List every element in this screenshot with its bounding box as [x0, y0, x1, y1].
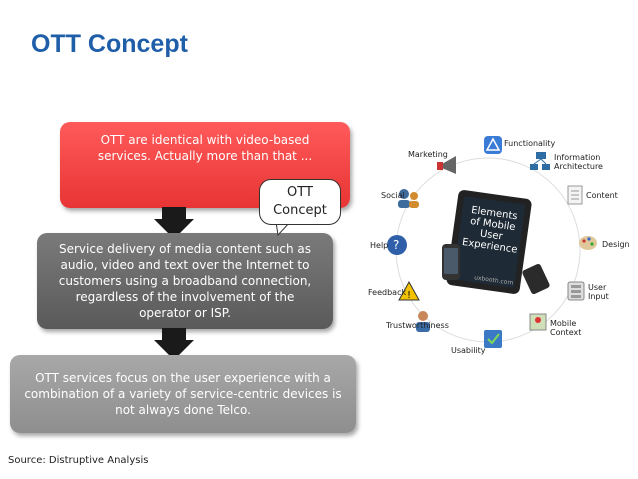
label-mobile-context-line-1: Mobile: [550, 319, 581, 328]
label-usability: Usability: [451, 346, 486, 355]
definition-box-middle: Service delivery of media content such a…: [37, 233, 333, 329]
definition-text-middle: Service delivery of media content such a…: [53, 241, 317, 321]
svg-text:!: !: [407, 290, 411, 301]
ott-concept-bubble: OTT Concept: [259, 179, 341, 225]
mobile-ux-diagram: ? !: [360, 128, 630, 366]
mobile-context-icon: [530, 314, 546, 330]
label-functionality: Functionality: [504, 139, 555, 148]
source-note: Source: Distruptive Analysis: [8, 455, 148, 466]
label-user-input: User Input: [588, 283, 609, 301]
bubble-line-1: OTT: [260, 184, 340, 202]
label-content: Content: [586, 191, 618, 200]
usability-icon: [484, 330, 502, 348]
svg-text:?: ?: [393, 238, 399, 252]
label-trustworthiness: Trustworthiness: [386, 321, 449, 330]
definition-box-bottom: OTT services focus on the user experienc…: [10, 355, 356, 433]
label-user-input-line-1: User: [588, 283, 609, 292]
slide-title: OTT Concept: [31, 30, 188, 59]
help-icon: ?: [387, 235, 407, 255]
information-architecture-icon: [530, 152, 550, 170]
label-mobile-context: Mobile Context: [550, 319, 581, 337]
diagram-center-title: Elements of Mobile User Experience: [457, 204, 527, 256]
definition-text-top: OTT are identical with video-based servi…: [80, 132, 330, 164]
label-feedback: Feedback: [368, 288, 406, 297]
label-marketing: Marketing: [408, 150, 448, 159]
content-icon: [568, 186, 582, 204]
user-input-icon: [568, 282, 584, 300]
definition-text-bottom: OTT services focus on the user experienc…: [22, 370, 344, 418]
phone-icon-right: [521, 263, 550, 295]
label-ia-line-2: Architecture: [554, 162, 603, 171]
label-mobile-context-line-2: Context: [550, 328, 581, 337]
bubble-line-2: Concept: [260, 202, 340, 220]
label-information-architecture: Information Architecture: [554, 153, 603, 171]
label-user-input-line-2: Input: [588, 292, 609, 301]
label-design: Design: [602, 240, 630, 249]
functionality-icon: [484, 136, 502, 154]
label-help: Help: [370, 241, 388, 250]
design-icon: [579, 236, 597, 250]
label-ia-line-1: Information: [554, 153, 603, 162]
label-social: Social: [381, 191, 405, 200]
